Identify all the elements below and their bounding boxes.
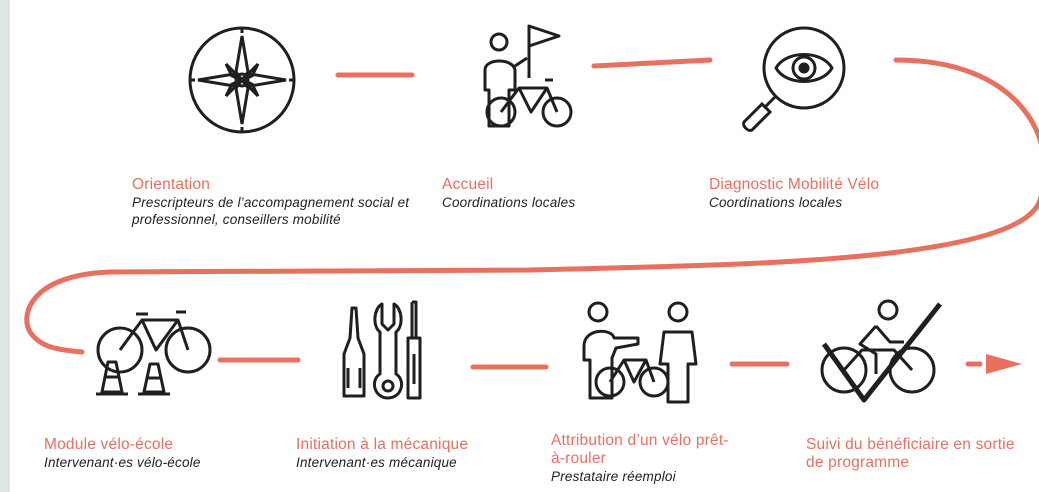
step-subtitle: Prestataire réemploi bbox=[551, 469, 676, 484]
step-attribution: Attribution d’un vélo prêt-à-rouler Pres… bbox=[551, 432, 741, 485]
step-mecanique: Initiation à la mécanique Intervenant·es… bbox=[296, 436, 526, 471]
people-bike-icon bbox=[582, 301, 698, 404]
step-title: Module vélo-école bbox=[44, 436, 174, 453]
step-subtitle: Coordinations locales bbox=[709, 195, 843, 210]
compass-icon bbox=[188, 26, 296, 134]
step-accueil: Accueil Coordinations locales bbox=[442, 176, 642, 211]
cyclist-check-icon bbox=[820, 299, 942, 403]
step-subtitle: Coordinations locales bbox=[442, 195, 576, 210]
connector-curve bbox=[24, 57, 1039, 355]
step-subtitle: Intervenant·es mécanique bbox=[296, 455, 457, 470]
person-flag-bike-icon bbox=[483, 24, 573, 128]
step-diagnostic: Diagnostic Mobilité Vélo Coordinations l… bbox=[709, 176, 939, 211]
process-diagram: Orientation Prescripteurs de l’accompagn… bbox=[10, 0, 1039, 492]
tools-icon bbox=[342, 300, 422, 400]
step-subtitle: Intervenant·es vélo-école bbox=[44, 455, 201, 470]
step-title: Orientation bbox=[132, 176, 211, 193]
step-title: Diagnostic Mobilité Vélo bbox=[709, 176, 880, 193]
step-title: Initiation à la mécanique bbox=[296, 436, 469, 453]
step-subtitle: Prescripteurs de l’accompagnement social… bbox=[132, 195, 410, 227]
journey-path bbox=[24, 57, 1039, 374]
step-title: Attribution d’un vélo prêt-à-rouler bbox=[551, 432, 729, 467]
bike-cones-icon bbox=[96, 310, 212, 396]
step-velo-ecole: Module vélo-école Intervenant·es vélo-éc… bbox=[44, 436, 264, 471]
step-orientation: Orientation Prescripteurs de l’accompagn… bbox=[132, 176, 422, 228]
magnifier-eye-icon bbox=[742, 26, 846, 132]
step-suivi: Suivi du bénéficiaire en sortie de progr… bbox=[806, 436, 1036, 472]
connector-2 bbox=[591, 57, 713, 69]
end-arrow bbox=[986, 354, 1022, 374]
step-title: Accueil bbox=[442, 176, 494, 193]
step-title: Suivi du bénéficiaire en sortie de progr… bbox=[806, 436, 1015, 471]
